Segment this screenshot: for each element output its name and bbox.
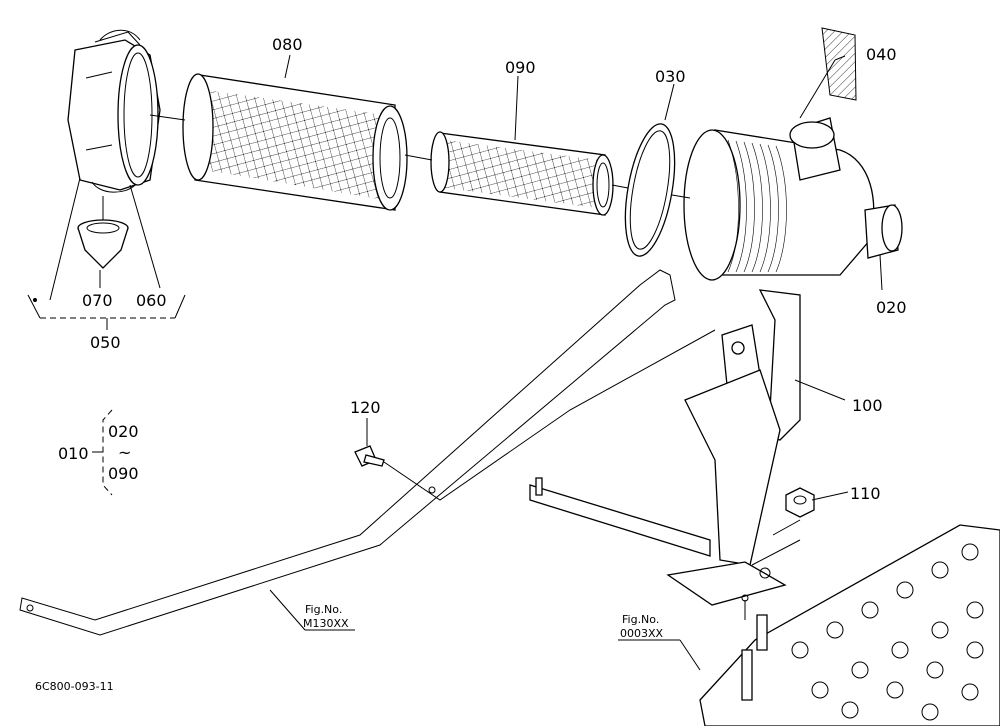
label-part-040: 040 [866,45,897,64]
label-part-010: 010 [58,444,89,463]
fig-ref-label-1: Fig.No. [305,603,342,616]
fig-ref-code-2: 0003XX [620,627,664,640]
fig-ref-code-1: M130XX [303,617,349,630]
label-part-080: 080 [272,35,303,54]
stay-plate [529,477,787,606]
label-part-110: 110 [850,484,881,503]
label-part-120: 120 [350,398,381,417]
outer-element-080 [182,73,408,211]
label-part-070: 070 [82,291,113,310]
leader-lines [33,54,883,671]
fig-ref-label-2: Fig.No. [622,613,659,626]
label-part-090: 090 [505,58,536,77]
label-part-030: 030 [655,67,686,86]
bracket-100 [684,289,801,566]
air-cleaner-body-020 [683,117,903,281]
valve-070 [77,196,129,269]
cover-clamp-060 [67,29,161,193]
range-brace-010 [92,409,113,496]
engine-block [699,524,1000,726]
o-ring-030 [624,123,676,257]
label-part-100: 100 [852,396,883,415]
bolt-120 [354,445,385,467]
assembly-bracket-050 [27,294,186,330]
drawing-id: 6C800-093-11 [35,680,114,693]
stay-rod [19,269,676,636]
label-part-050: 050 [90,333,121,352]
label-part-060: 060 [136,291,167,310]
label-part-020: 020 [876,298,907,317]
range-to: 090 [108,464,139,483]
seal-040 [821,27,857,101]
nut-110 [785,487,815,518]
range-separator: ~ [118,443,131,462]
inner-element-090 [430,131,614,216]
range-from: 020 [108,422,139,441]
